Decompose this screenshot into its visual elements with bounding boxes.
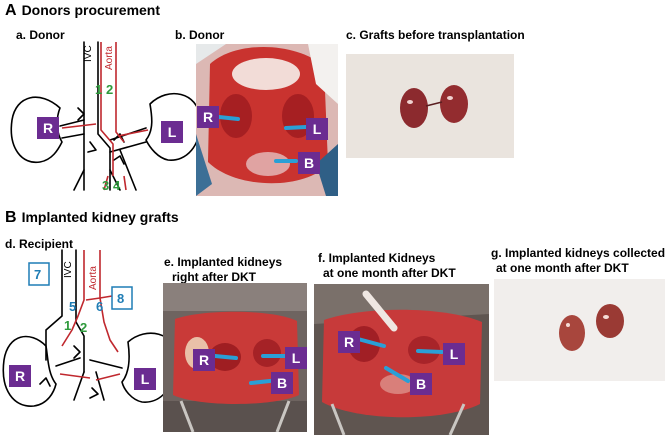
donor-number-4: 4 xyxy=(113,178,121,193)
donor-renal-vein-r2 xyxy=(61,133,85,139)
donor-photo-badge-r: R xyxy=(197,106,219,128)
recipient-kidney-right-outline xyxy=(2,335,57,407)
label-g-line1: g. Implanted kidneys collected xyxy=(491,246,666,260)
recipient-number-8: 8 xyxy=(117,291,124,306)
recipient-diagram-badge-r: R xyxy=(9,365,31,387)
donor-photo-badge-b: B xyxy=(298,152,320,174)
photo-f-badge-b: B xyxy=(410,373,432,395)
donor-number-1: 1 xyxy=(95,82,102,97)
donor-diagram-badge-r: R xyxy=(37,117,59,139)
photo-e-badge-l: L xyxy=(285,347,307,369)
donor-diagram-badge-l: L xyxy=(161,121,183,143)
photo-f-pointer-l xyxy=(416,349,444,354)
collected-photo xyxy=(494,279,665,381)
donor-ivc-right-wall xyxy=(97,41,111,191)
donor-clamp-2 xyxy=(87,141,97,153)
donor-iliac-2 xyxy=(109,169,121,191)
recipient-aorta-right-wall xyxy=(99,250,119,353)
recipient-iliac-2 xyxy=(95,371,105,401)
label-f-line2: at one month after DKT xyxy=(323,266,456,280)
photo-f-pointer-r xyxy=(356,337,386,348)
collected-photo-art xyxy=(494,279,665,381)
donor-aorta-left-wall xyxy=(100,42,114,176)
recipient-number-5: 5 xyxy=(69,299,76,314)
recipient-clamp-1 xyxy=(73,345,81,359)
label-e-implanted: e. Implanted kidneys right after DKT xyxy=(164,255,282,285)
recipient-box-8 xyxy=(111,286,133,310)
recipient-number-2: 2 xyxy=(80,320,87,335)
photo-f-badge-l: L xyxy=(443,343,465,365)
photo-e-badge-r: R xyxy=(193,349,215,371)
donor-renal-artery-r xyxy=(61,123,97,129)
label-g-line2: at one month after DKT xyxy=(496,261,629,275)
recipient-aorta-anastomosis xyxy=(85,295,113,301)
donor-aorta-iliac xyxy=(103,175,109,191)
recipient-renal-artery-l xyxy=(95,373,121,381)
recipient-aorta-left-wall xyxy=(61,250,85,347)
recipient-number-6: 6 xyxy=(96,299,103,314)
recipient-renal-l xyxy=(89,359,123,369)
photo-f-badge-r: R xyxy=(338,331,360,353)
section-b-letter: B xyxy=(5,209,17,226)
recipient-renal-r xyxy=(55,357,81,367)
label-f-line1: f. Implanted Kidneys xyxy=(318,251,436,265)
photo-e-pointer-b xyxy=(249,379,272,385)
label-g-collected: g. Implanted kidneys collected at one mo… xyxy=(491,246,665,276)
recipient-number-1: 1 xyxy=(64,318,71,333)
section-a-title: Donors procurement xyxy=(21,2,161,18)
donor-renal-vein-r xyxy=(59,119,85,127)
photo-f-pointer-b xyxy=(384,366,410,383)
donor-aorta-label: Aorta xyxy=(104,46,115,70)
donor-iliac-1 xyxy=(73,169,85,191)
donor-clamp-1 xyxy=(77,107,85,121)
donor-number-3: 3 xyxy=(102,178,109,193)
donor-photo-pointer-l xyxy=(284,125,308,130)
donor-ivc-label: IVC xyxy=(83,45,94,62)
recipient-renal-artery-r xyxy=(59,373,91,379)
recipient-ivc-right-wall xyxy=(75,249,85,373)
donor-renal-vein-l2 xyxy=(109,141,147,153)
photo-e-pointer-r xyxy=(213,354,238,360)
grafts-photo-art xyxy=(346,54,514,158)
donor-aorta-right-wall xyxy=(115,42,125,143)
recipient-clamp-3 xyxy=(39,377,51,387)
donor-aorta-iliac-2 xyxy=(123,175,127,191)
label-d-recipient: d. Recipient xyxy=(5,237,74,251)
recipient-box-7 xyxy=(28,262,50,286)
recipient-ivc-label: IVC xyxy=(63,261,74,278)
label-e-line2: right after DKT xyxy=(172,270,256,284)
photo-e-badge-b: B xyxy=(271,372,293,394)
recipient-aorta-label: Aorta xyxy=(88,266,99,290)
donor-clamp-4 xyxy=(113,155,125,165)
section-b-title: Implanted kidney grafts xyxy=(21,209,179,225)
donor-number-2: 2 xyxy=(106,82,113,97)
label-c-grafts: c. Grafts before transplantation xyxy=(346,28,525,42)
recipient-diagram-badge-l: L xyxy=(134,368,156,390)
label-b-donor: b. Donor xyxy=(175,28,225,42)
donor-iliac-3 xyxy=(119,149,137,191)
donor-renal-artery-l xyxy=(117,129,149,137)
label-f-implanted: f. Implanted Kidneys at one month after … xyxy=(318,251,456,281)
donor-photo-badge-l: L xyxy=(306,118,328,140)
donor-kidney-left-outline xyxy=(145,92,201,161)
section-a-letter: A xyxy=(5,2,17,19)
label-e-line1: e. Implanted kidneys xyxy=(164,255,283,269)
recipient-clamp-2 xyxy=(89,387,99,399)
donor-photo-pointer-r xyxy=(217,115,240,121)
recipient-number-7: 7 xyxy=(34,267,41,282)
grafts-photo xyxy=(346,54,514,158)
label-a-donor: a. Donor xyxy=(16,28,65,42)
